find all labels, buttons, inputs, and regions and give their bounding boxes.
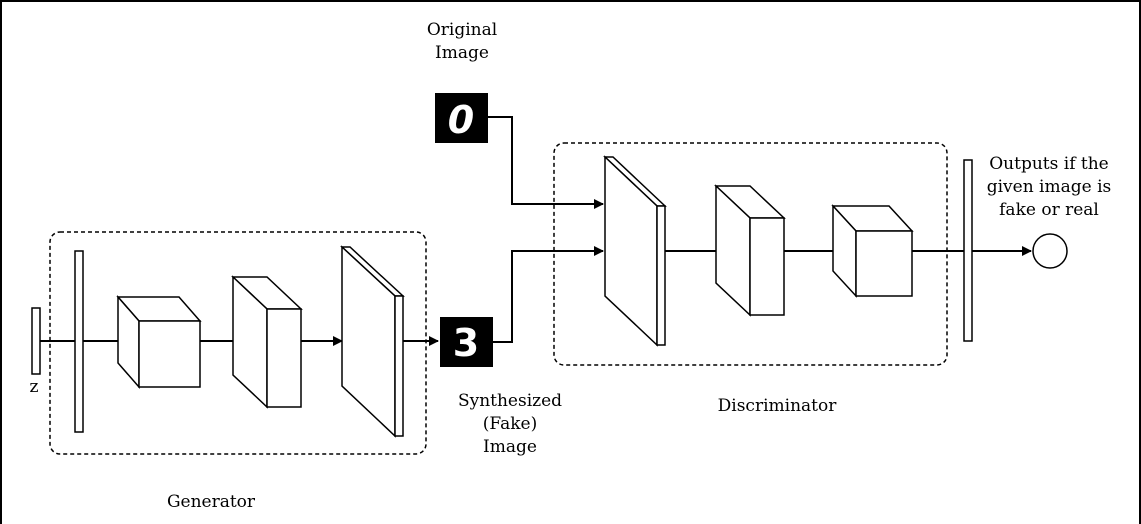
discriminator-block-1 — [603, 155, 667, 347]
generator-group-box — [49, 231, 427, 455]
synthesized-image-thumbnail: 3 — [440, 317, 493, 367]
generator-input-layer — [74, 250, 84, 433]
discriminator-output-layer — [963, 159, 973, 342]
synthesized-image-label: Synthesized (Fake) Image — [457, 391, 563, 457]
z-input-bar — [31, 307, 41, 375]
original-to-discriminator-arrow — [488, 116, 604, 209]
generator-block-3 — [340, 245, 405, 438]
discriminator-block-3 — [831, 204, 914, 298]
discriminator-block-2 — [714, 184, 786, 317]
original-image-label: Original Image — [426, 20, 498, 63]
discriminator-label: Discriminator — [717, 396, 837, 416]
z-label: z — [29, 377, 39, 397]
discriminator-group-box — [553, 142, 948, 366]
original-digit: 0 — [448, 98, 474, 142]
original-image-thumbnail: 0 — [435, 93, 488, 143]
synthesized-digit: 3 — [453, 321, 479, 365]
generator-block-2 — [231, 275, 303, 409]
generator-label: Generator — [166, 492, 256, 512]
output-description-label: Outputs if the given image is fake or re… — [986, 154, 1112, 220]
output-node — [1032, 233, 1068, 269]
generator-block-1 — [116, 295, 202, 389]
synthesized-to-discriminator-arrow — [493, 246, 604, 343]
